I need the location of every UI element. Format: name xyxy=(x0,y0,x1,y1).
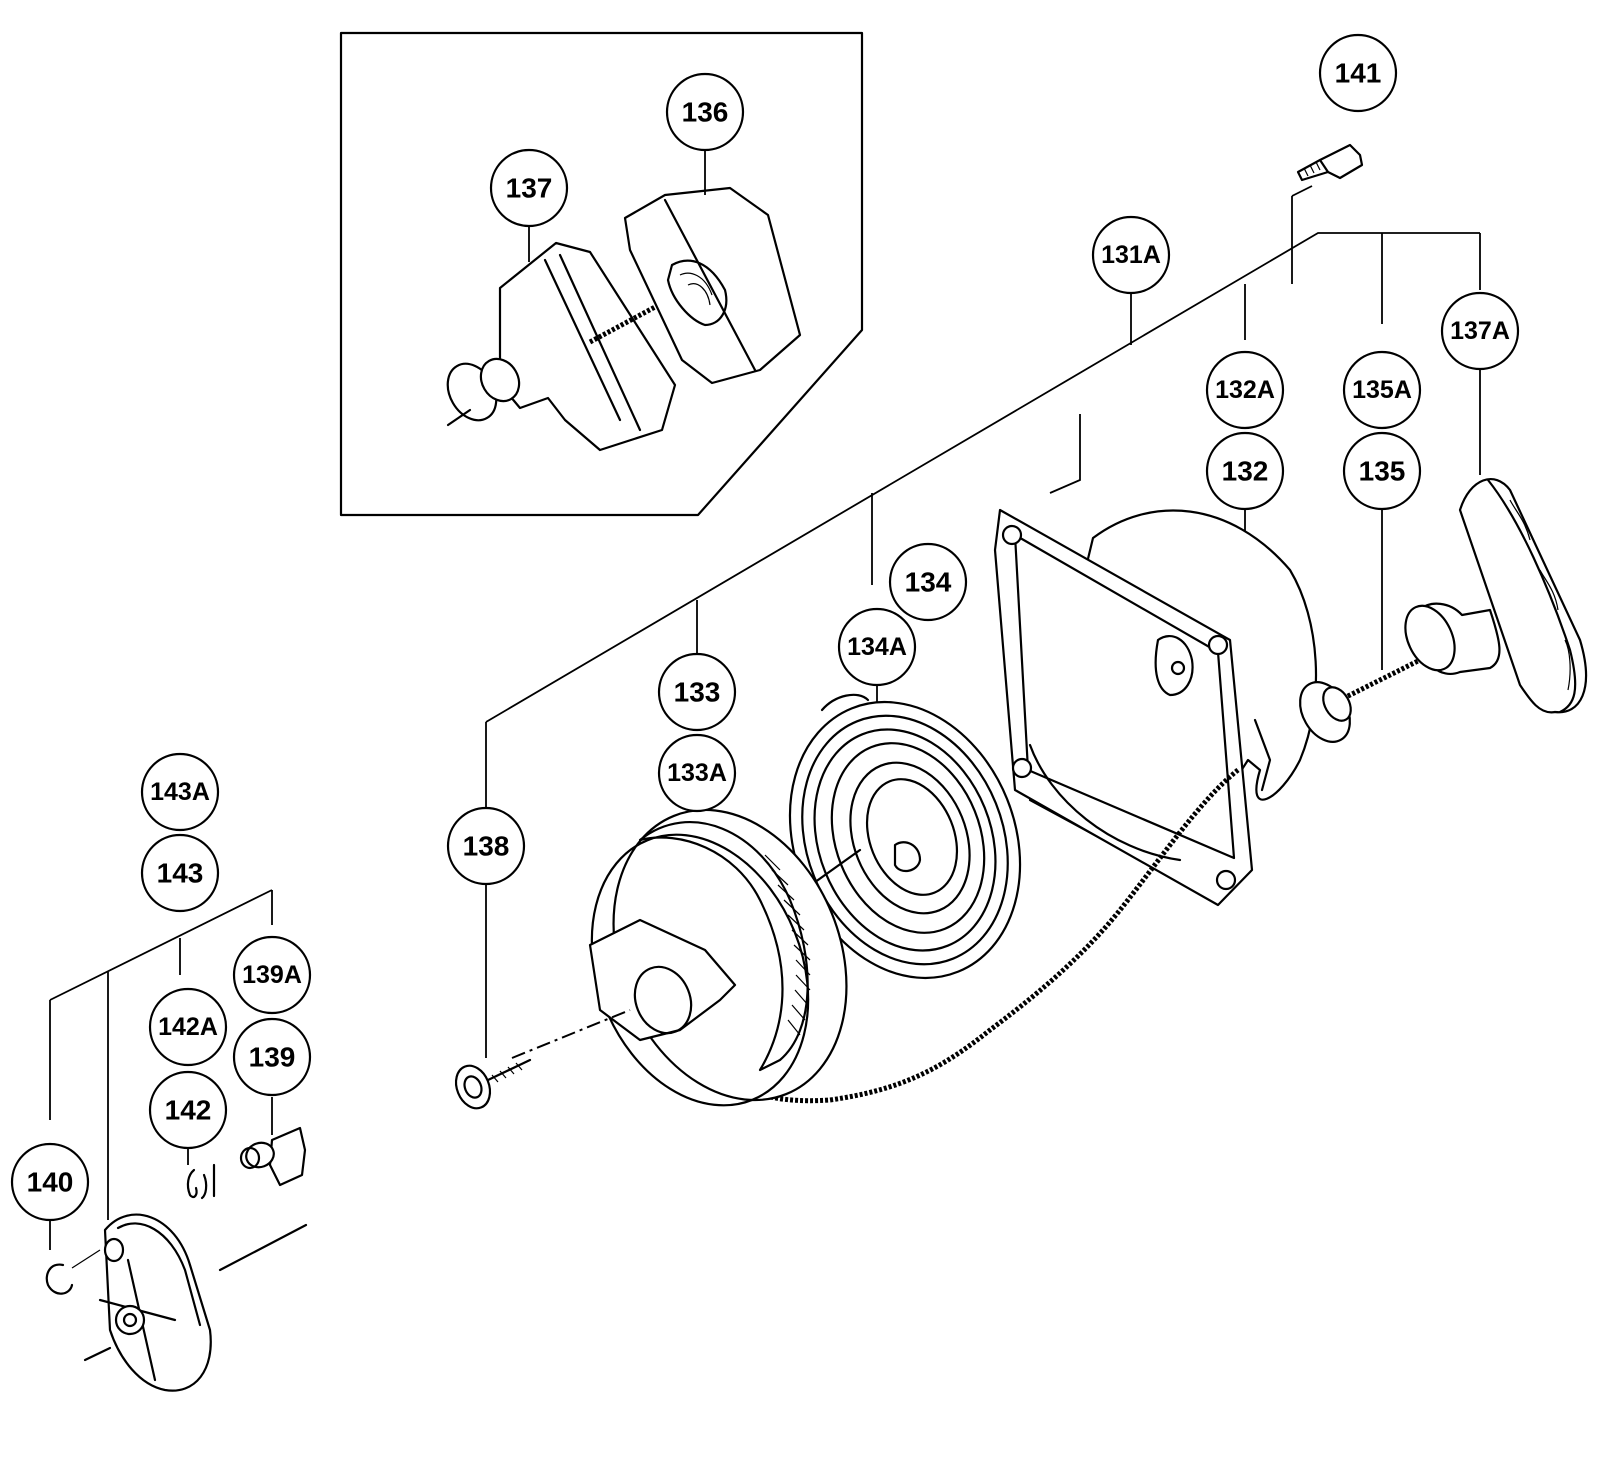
callout-label: 140 xyxy=(27,1167,74,1198)
callout-131A: 131A xyxy=(1091,215,1171,295)
callout-137A: 137A xyxy=(1440,291,1520,371)
callout-label: 139A xyxy=(242,961,302,989)
callout-label: 138 xyxy=(463,831,510,862)
rope-knot-part-136 xyxy=(623,186,802,385)
bolt-141 xyxy=(1296,143,1364,182)
pawl-139 xyxy=(268,1126,307,1187)
callout-label: 135 xyxy=(1359,456,1406,487)
callout-label: 134A xyxy=(847,633,907,661)
callout-label: 143A xyxy=(150,778,210,806)
callout-label: 137A xyxy=(1450,317,1510,345)
callout-142: 142 xyxy=(148,1070,228,1150)
callout-134: 134 xyxy=(888,542,968,622)
rope-reel-133 xyxy=(511,808,848,1107)
callout-label: 142A xyxy=(158,1013,218,1041)
rope-and-handle xyxy=(748,478,1588,1104)
callout-135: 135 xyxy=(1342,431,1422,511)
callout-142A: 142A xyxy=(148,987,228,1067)
callout-label: 141 xyxy=(1335,58,1382,89)
pawl-plate-143 xyxy=(103,1213,212,1392)
callout-139: 139 xyxy=(232,1017,312,1097)
callout-label: 133A xyxy=(667,759,727,787)
callout-139A: 139A xyxy=(232,935,312,1015)
pawl-assembly xyxy=(45,889,308,1392)
callout-143: 143 xyxy=(140,833,220,913)
e-clip-140 xyxy=(45,1263,74,1295)
callout-134A: 134A xyxy=(837,607,917,687)
starter-housing-132 xyxy=(993,508,1318,907)
starter-handle-137A xyxy=(1458,478,1588,714)
callout-136: 136 xyxy=(665,72,745,152)
callout-label: 143 xyxy=(157,858,204,889)
callout-138: 138 xyxy=(446,806,526,886)
callout-141: 141 xyxy=(1318,33,1398,113)
callout-label: 131A xyxy=(1101,241,1161,269)
callout-label: 132A xyxy=(1215,376,1275,404)
callout-132: 132 xyxy=(1205,431,1285,511)
callout-label: 132 xyxy=(1222,456,1269,487)
callout-label: 136 xyxy=(682,97,729,128)
callout-label: 139 xyxy=(249,1042,296,1073)
callout-label: 142 xyxy=(165,1095,212,1126)
callout-label: 133 xyxy=(674,677,721,708)
detail-inset xyxy=(339,31,864,517)
pawl-spring-142 xyxy=(186,1163,216,1200)
callout-133A: 133A xyxy=(657,733,737,813)
callout-132A: 132A xyxy=(1205,350,1285,430)
callout-135A: 135A xyxy=(1342,350,1422,430)
callout-label: 135A xyxy=(1352,376,1412,404)
callout-137: 137 xyxy=(489,148,569,228)
center-screw-138 xyxy=(454,1058,532,1110)
callout-140: 140 xyxy=(10,1142,90,1222)
callout-143A: 143A xyxy=(140,752,220,832)
callout-label: 137 xyxy=(506,173,553,204)
callout-label: 134 xyxy=(905,567,952,598)
callout-133: 133 xyxy=(657,652,737,732)
